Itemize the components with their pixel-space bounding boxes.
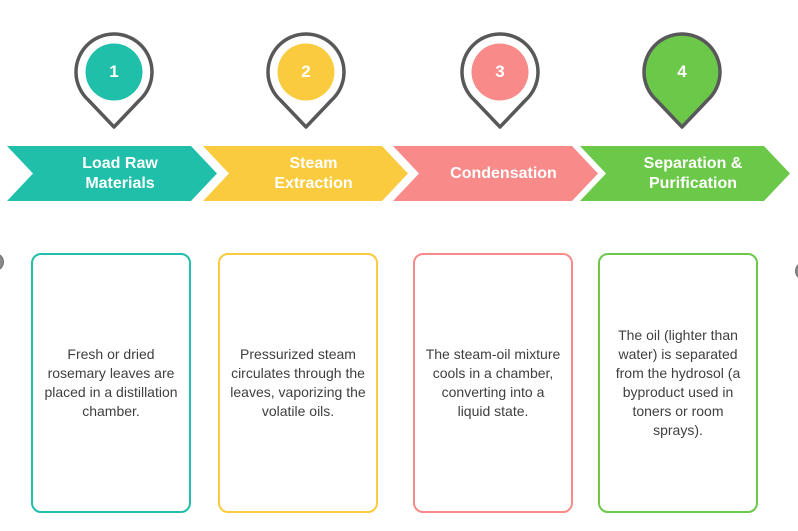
- step-number: 2: [301, 62, 311, 81]
- step-arrow-banner: Steam Extraction: [203, 146, 408, 201]
- edge-partial-circle-left[interactable]: [0, 253, 4, 271]
- step-description: Pressurized steam circulates through the…: [230, 346, 366, 419]
- step-card: Fresh or dried rosemary leaves are place…: [31, 253, 191, 513]
- step-label: Separation & Purification: [643, 154, 743, 192]
- pin-marker-3: 3: [452, 30, 548, 130]
- pin-marker-1: 1: [66, 30, 162, 130]
- step-card: Pressurized steam circulates through the…: [218, 253, 378, 513]
- pin-marker-2: 2: [258, 30, 354, 130]
- step-arrow-banner: Load Raw Materials: [7, 146, 217, 201]
- step-label: Condensation: [450, 164, 557, 182]
- step-card: The steam-oil mixture cools in a chamber…: [413, 253, 573, 513]
- step-number: 1: [109, 62, 119, 81]
- step-card: The oil (lighter than water) is separate…: [598, 253, 758, 513]
- map-pin-icon: [642, 32, 722, 129]
- step-label: Load Raw Materials: [82, 154, 158, 192]
- step-number: 3: [495, 62, 505, 81]
- step-arrow-banner: Condensation: [393, 146, 598, 201]
- step-number: 4: [677, 62, 687, 81]
- map-pin-icon: [74, 32, 154, 129]
- step-label: Steam Extraction: [274, 154, 353, 192]
- map-pin-icon: [460, 32, 540, 129]
- map-pin-icon: [266, 32, 346, 129]
- step-description: The steam-oil mixture cools in a chamber…: [425, 346, 561, 419]
- step-arrow-banner: Separation & Purification: [580, 146, 790, 201]
- step-description: The oil (lighter than water) is separate…: [615, 327, 741, 438]
- step-description: Fresh or dried rosemary leaves are place…: [44, 346, 178, 419]
- pin-marker-4: 4: [634, 30, 730, 130]
